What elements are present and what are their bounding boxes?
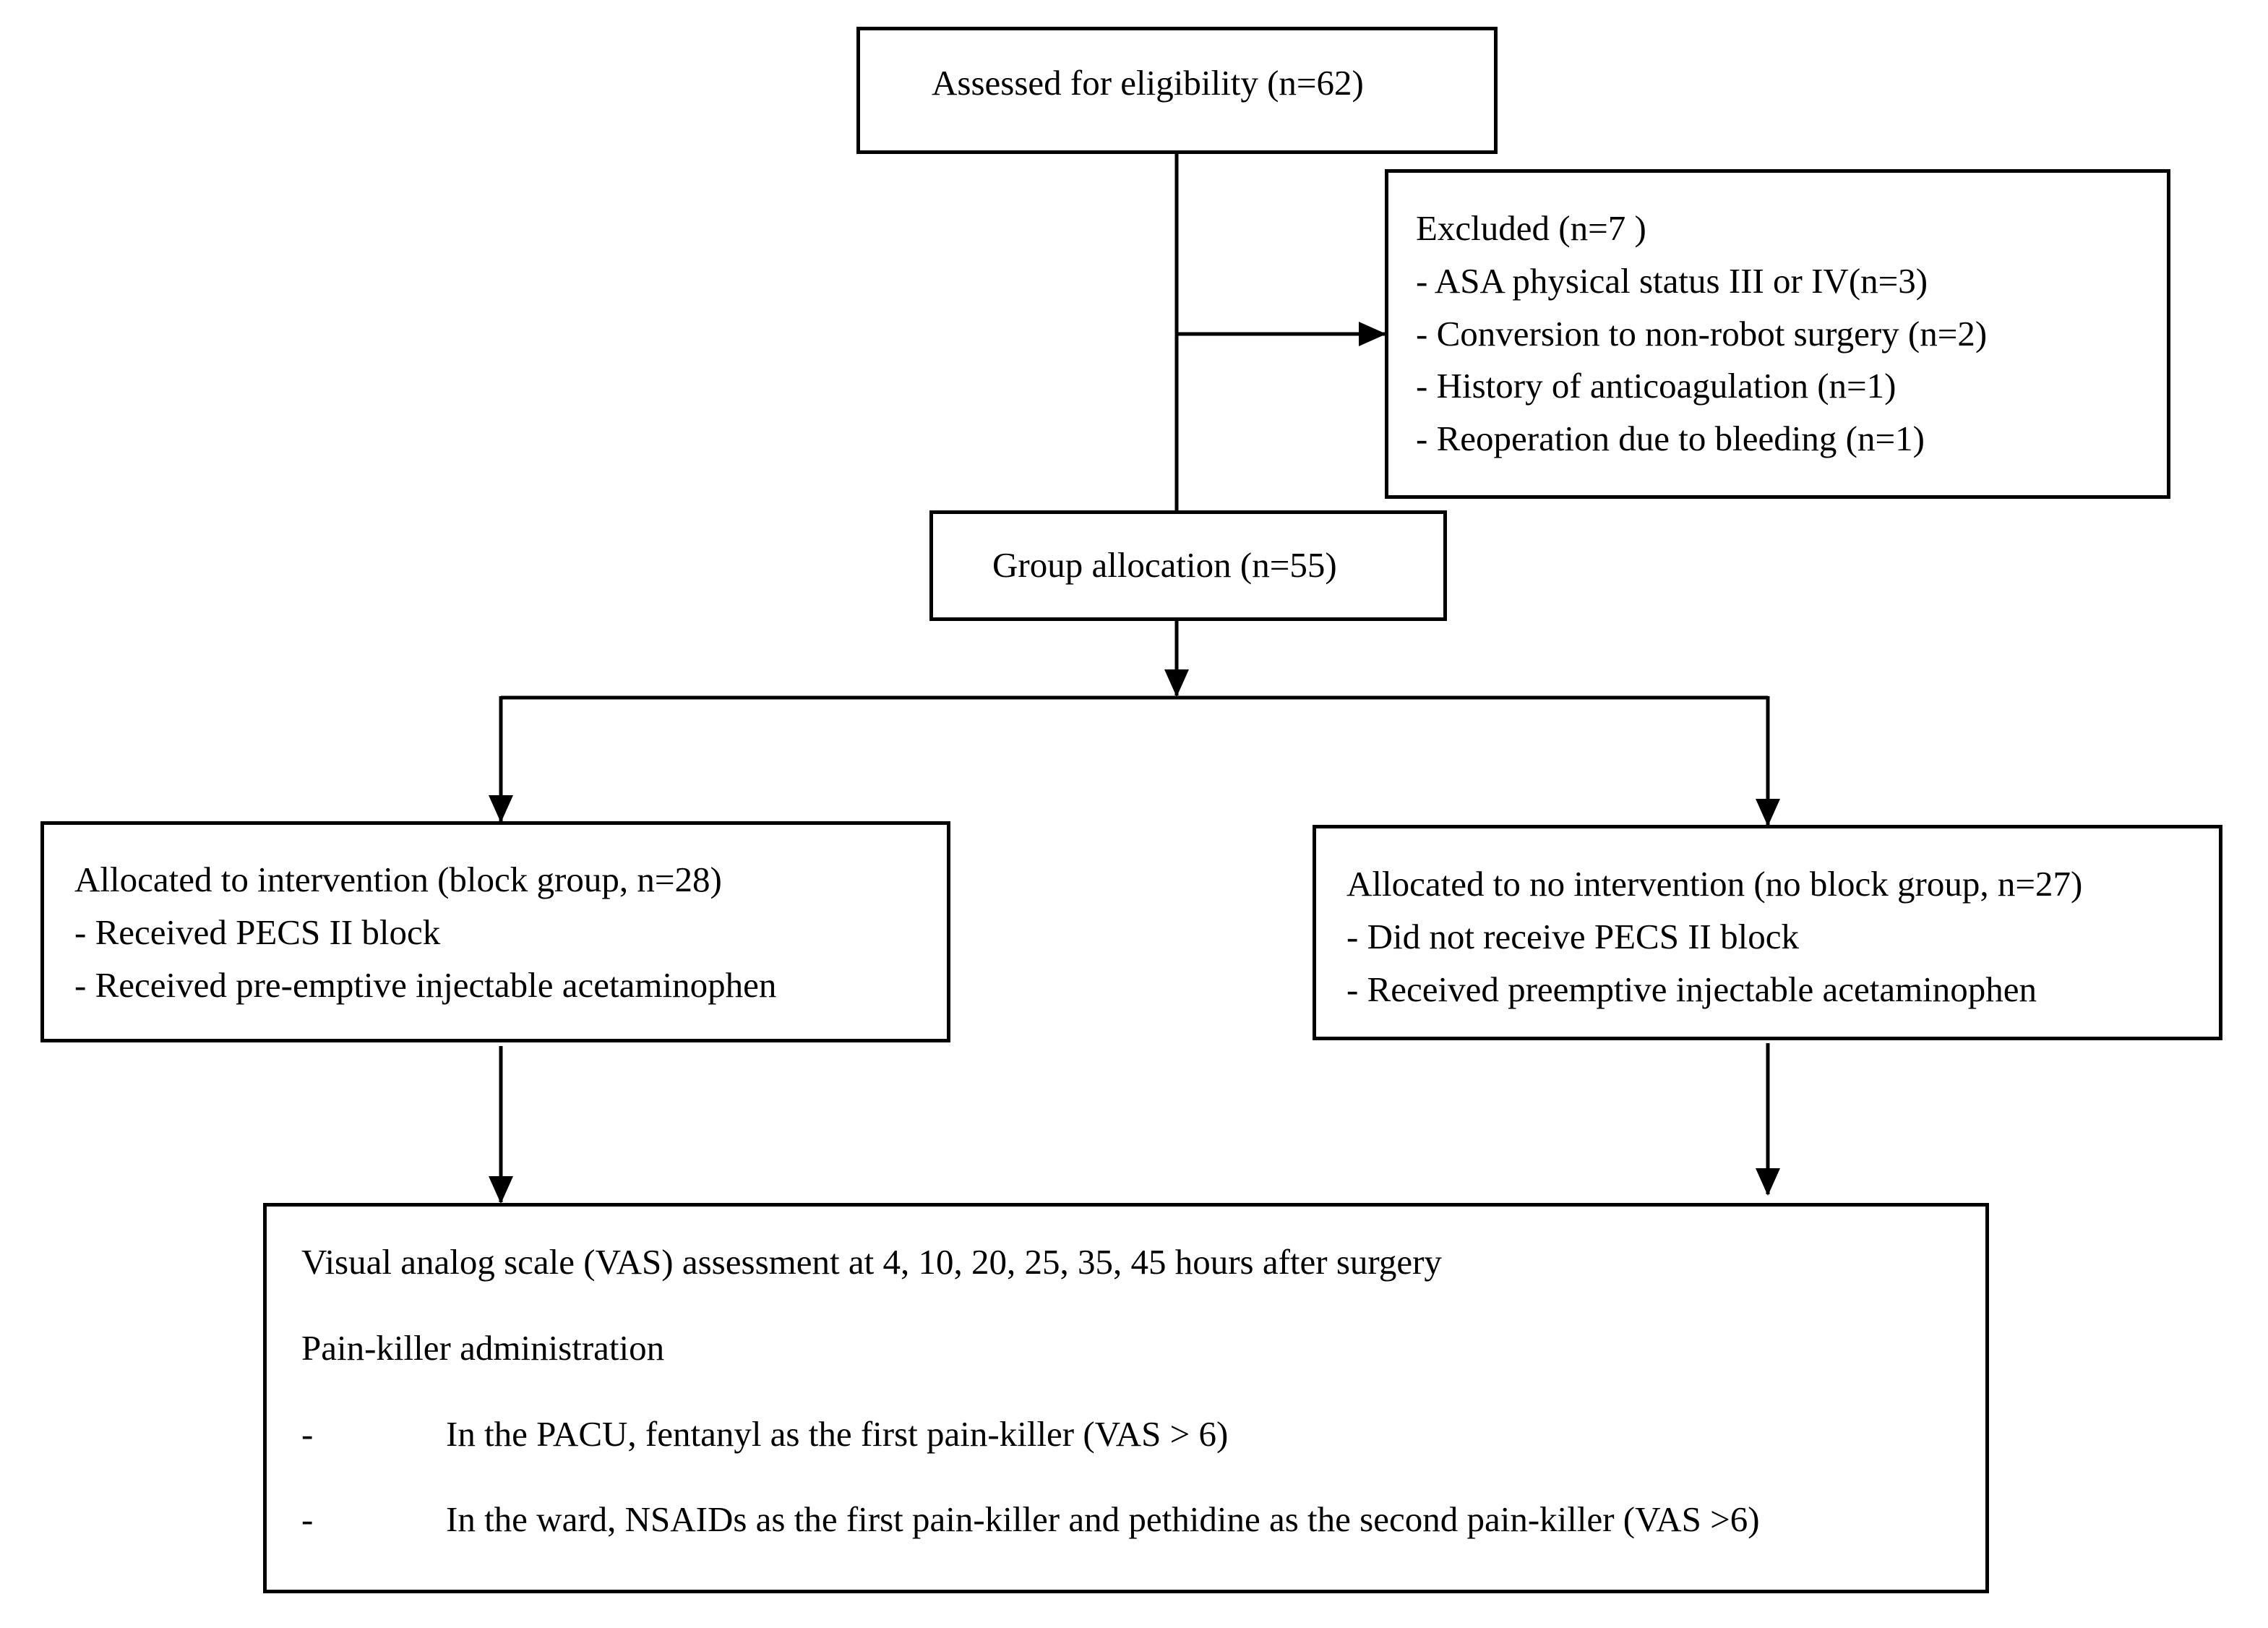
eligibility-label: Assessed for eligibility (n=62) [932,63,1364,103]
no-block-group-box: Allocated to no intervention (no block g… [1313,825,2222,1040]
assessment-bullet-ward: In the ward, NSAIDs as the first pain-ki… [446,1499,1760,1539]
block-group-box: Allocated to intervention (block group, … [40,821,950,1042]
excluded-reason-anticoagulation: - History of anticoagulation (n=1) [1416,366,1897,406]
assessment-bullet-marker-ward: - [301,1499,314,1539]
excluded-box: Excluded (n=7 ) - ASA physical status II… [1385,169,2170,499]
assessment-bullet-pacu: In the PACU, fentanyl as the first pain-… [446,1414,1229,1454]
excluded-title: Excluded (n=7 ) [1416,208,1646,248]
no-block-group-item-acetaminophen: - Received preemptive injectable acetami… [1346,969,2037,1009]
allocation-label: Group allocation (n=55) [992,545,1337,585]
allocation-box: Group allocation (n=55) [929,510,1447,621]
block-group-item-acetaminophen: - Received pre-emptive injectable acetam… [74,965,777,1005]
assessment-box: Visual analog scale (VAS) assessment at … [263,1203,1989,1593]
excluded-reason-asa: - ASA physical status III or IV(n=3) [1416,261,1928,301]
block-group-title: Allocated to intervention (block group, … [74,860,722,899]
no-block-group-title: Allocated to no intervention (no block g… [1346,864,2083,904]
block-group-item-pecs: - Received PECS II block [74,912,441,952]
excluded-reason-reoperation: - Reoperation due to bleeding (n=1) [1416,419,1925,458]
no-block-group-item-pecs: - Did not receive PECS II block [1346,917,1799,956]
eligibility-box: Assessed for eligibility (n=62) [856,27,1498,154]
excluded-reason-conversion: - Conversion to non-robot surgery (n=2) [1416,314,1988,354]
assessment-bullet-marker-pacu: - [301,1414,314,1454]
assessment-painkiller-heading: Pain-killer administration [301,1328,665,1368]
assessment-vas-schedule: Visual analog scale (VAS) assessment at … [301,1242,1442,1282]
